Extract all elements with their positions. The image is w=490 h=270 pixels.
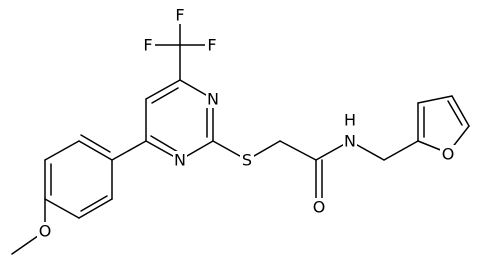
atom-s-label: S xyxy=(242,151,252,170)
atom-f-right: F xyxy=(205,36,219,55)
atom-f-top: F xyxy=(173,6,187,25)
atom-h-amide-label: H xyxy=(344,111,356,130)
bond-pyr-c5-c6 xyxy=(145,79,181,100)
bond-ph-c5-c6-double xyxy=(80,195,108,212)
atom-o-carbonyl: O xyxy=(311,198,327,217)
bond-ch2-co xyxy=(279,140,317,161)
bonds xyxy=(11,15,470,255)
bond-fur-c5-c4-double xyxy=(447,100,463,126)
bond-fur-c4-c3 xyxy=(417,95,453,104)
bond-pyr-c5-c6-double xyxy=(151,87,179,104)
atom-o-methoxy: O xyxy=(37,222,53,241)
atom-n-ring-bottom-label: N xyxy=(174,151,186,170)
bond-fur-c5-c4 xyxy=(451,95,470,127)
bond-ph-c5-c6 xyxy=(78,198,113,219)
bond-pyr-phenyl xyxy=(111,140,147,161)
bond-ph-c1-c2 xyxy=(78,140,113,161)
atom-n-ring-bottom: N xyxy=(173,151,187,170)
atom-o-furan: O xyxy=(440,145,456,164)
atom-o-methoxy-label: O xyxy=(39,222,52,241)
atom-labels: F F F N N S O N H xyxy=(37,6,456,241)
atom-n-amide-label: N xyxy=(344,132,356,151)
bond-ph-c1-c2-double xyxy=(80,134,111,153)
atom-f-left-label: F xyxy=(143,36,152,55)
atom-o-furan-label: O xyxy=(442,145,455,164)
atom-f-left: F xyxy=(141,36,155,55)
atom-n-ring-top-label: N xyxy=(207,90,219,109)
atom-f-right-label: F xyxy=(207,36,216,55)
bond-ch2-furan xyxy=(383,140,419,161)
atom-f-top-label: F xyxy=(175,6,184,25)
atom-o-carbonyl-label: O xyxy=(313,198,326,217)
atom-s: S xyxy=(240,151,254,170)
bond-ph-c2-c3 xyxy=(44,140,80,161)
atom-n-ring-top: N xyxy=(206,90,220,109)
bond-ph-c4-c5 xyxy=(44,198,80,219)
atom-nh-amide: N H xyxy=(343,111,357,151)
bond-pyr-n3-c4-double xyxy=(150,135,179,153)
